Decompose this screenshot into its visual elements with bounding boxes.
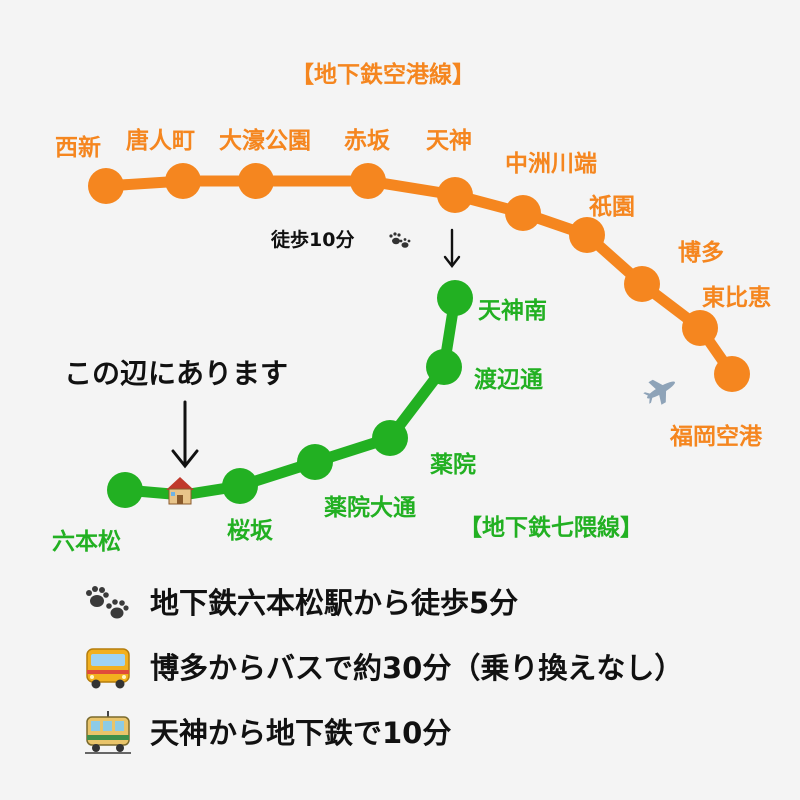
airport-line-title: 【地下鉄空港線】 (291, 62, 475, 88)
station-tenjin-marker (437, 177, 473, 213)
station-label-tenjinminami: 天神南 (478, 298, 547, 324)
station-gion-marker (569, 217, 605, 253)
location-label: この辺にあります (64, 357, 289, 390)
info-row-tram: 天神から地下鉄で10分 (80, 711, 451, 755)
station-yakuinodori-marker (297, 444, 333, 480)
station-tojinmachi-marker (165, 163, 201, 199)
info-row-walk: 地下鉄六本松駅から徒歩5分 (80, 581, 518, 625)
station-label-ropponmatsu: 六本松 (52, 529, 121, 555)
station-label-yakuinodori: 薬院大通 (324, 495, 416, 521)
station-label-hakata: 博多 (678, 240, 724, 266)
station-label-sakurazaka: 桜坂 (227, 518, 273, 544)
info-text-walk: 地下鉄六本松駅から徒歩5分 (150, 585, 519, 620)
arrow-down-icon (443, 228, 461, 268)
station-label-nakasukawabata: 中洲川端 (505, 151, 597, 177)
paw-prints-icon-small (389, 232, 411, 248)
paw-prints-icon (80, 581, 136, 625)
bus-icon (80, 646, 136, 690)
station-nakasukawabata-marker (505, 195, 541, 231)
station-label-akasaka: 赤坂 (344, 128, 390, 154)
location-arrow-icon (171, 400, 199, 469)
station-label-yakuin: 薬院 (430, 452, 476, 478)
station-ropponmatsu-marker (107, 472, 143, 508)
nanakuma-line-title: 【地下鉄七隈線】 (459, 515, 643, 541)
station-label-gion: 祇園 (589, 194, 635, 220)
station-nishijin-marker (88, 168, 124, 204)
station-tenjinminami-marker (437, 280, 473, 316)
station-ohorikoen-marker (238, 163, 274, 199)
walk-time-label: 徒歩10分 (271, 229, 355, 251)
station-fukuokakuko-marker (714, 356, 750, 392)
station-sakurazaka-marker (222, 468, 258, 504)
airport-line-stations (88, 163, 750, 392)
airport-line (100, 175, 738, 380)
info-text-bus: 博多からバスで約30分（乗り換えなし） (150, 650, 684, 685)
station-higashihie-marker (682, 310, 718, 346)
info-row-bus: 博多からバスで約30分（乗り換えなし） (80, 646, 683, 690)
station-label-tojinmachi: 唐人町 (126, 128, 195, 154)
station-label-ohorikoen: 大濠公園 (219, 128, 311, 154)
station-hakata-marker (624, 266, 660, 302)
station-yakuin-marker (372, 420, 408, 456)
nanakuma-line (119, 292, 461, 501)
house-icon (166, 477, 194, 505)
station-watanabedori-marker (426, 349, 462, 385)
station-label-nishijin: 西新 (55, 135, 101, 161)
station-label-higashihie: 東比恵 (702, 285, 771, 311)
station-label-watanabedori: 渡辺通 (474, 367, 543, 393)
airplane-icon (643, 379, 675, 405)
station-label-fukuokakuko: 福岡空港 (670, 424, 762, 450)
station-akasaka-marker (350, 163, 386, 199)
tram-icon (80, 711, 136, 755)
info-text-tram: 天神から地下鉄で10分 (150, 715, 452, 750)
nanakuma-line-stations (107, 280, 473, 508)
station-label-tenjin: 天神 (426, 128, 472, 154)
